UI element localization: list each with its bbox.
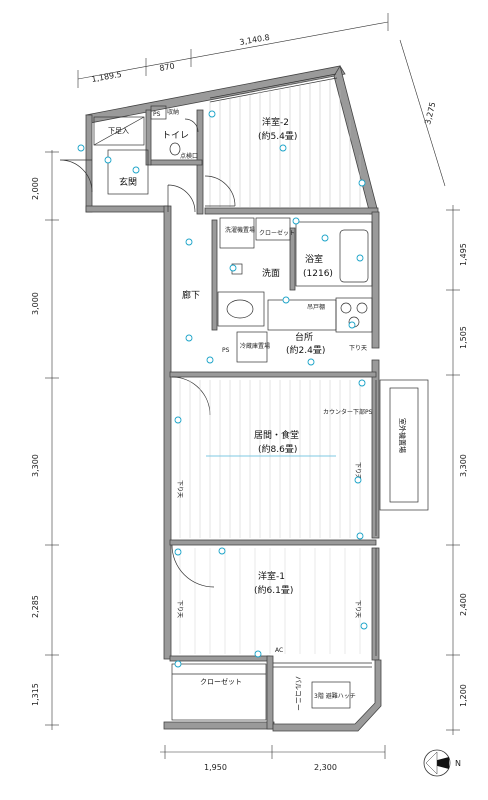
counter-ps-label: カウンター下部PS: [323, 408, 373, 416]
bathtub: [339, 229, 369, 283]
fridge-space-label: 冷蔵庫置場: [240, 342, 270, 350]
bedroom-2-door[interactable]: [204, 175, 236, 207]
stove: [335, 297, 373, 333]
hatch-label: 3階 避難ハッチ: [314, 692, 356, 700]
north-compass-icon: N: [423, 749, 461, 777]
wash-bath: 洗濯機置場 クローゼット 洗面 浴室 (1216): [217, 217, 373, 327]
hallway-label: 廊下: [182, 289, 200, 301]
entrance-door[interactable]: [59, 159, 93, 193]
bath-room: [295, 221, 373, 287]
hanging-shelf-label: 吊戸棚: [307, 303, 325, 311]
kitchen: 吊戸棚 台所 (約2.4畳) 冷蔵庫置場 PS 下り天: [222, 297, 373, 363]
bedroom-2-flooring: [209, 76, 361, 207]
bedroom-1-label: 洋室-1: [258, 570, 285, 582]
dim-left-living: 3,300: [31, 454, 40, 477]
balcony-label: バルコニー: [294, 676, 302, 711]
living-label: 居間・食堂: [254, 429, 299, 441]
living-door[interactable]: [171, 376, 211, 416]
balcony: バルコニー 3階 避難ハッチ: [273, 662, 372, 711]
ps-label: PS: [153, 111, 161, 118]
kitchen-ps-label: PS: [222, 347, 230, 354]
storage-label: 収納: [167, 108, 179, 116]
living-down-ceiling-right: 下り天: [354, 462, 361, 480]
entrance-area: 下足入 玄関 PS 収納 トイレ 点検口: [59, 105, 199, 213]
dim-top-mid: 870: [159, 61, 176, 73]
bedroom-2-label: 洋室-2: [262, 116, 289, 128]
washer-space-label: 洗濯機置場: [225, 226, 255, 234]
living-size: (約8.6畳): [258, 443, 297, 455]
dim-right-bath: 1,495: [459, 243, 468, 266]
toilet-fixture: [169, 142, 181, 156]
toilet-label: トイレ: [162, 131, 189, 141]
bedroom-1-down-ceiling-left: 下り天: [176, 600, 183, 618]
walls: [85, 64, 382, 732]
bedroom-2-size: (約5.4畳): [258, 130, 297, 142]
dimension-lines: [45, 13, 460, 759]
closet-bottom-label: クローゼット: [200, 677, 242, 686]
living-flooring: [179, 380, 361, 538]
bath-size: (1216): [303, 269, 333, 279]
shoe-box-label: 下足入: [108, 127, 129, 135]
window-top: [209, 73, 338, 103]
bedroom-1-flooring: [179, 548, 361, 654]
kitchen-size: (約2.4畳): [286, 344, 325, 356]
dim-right-living: 3,300: [459, 454, 468, 477]
dim-bottom-left: 1,950: [204, 763, 227, 772]
dim-right-balcony: 1,200: [459, 684, 468, 707]
bedroom-1-size: (約6.1畳): [254, 584, 293, 596]
entrance-label: 玄関: [119, 176, 137, 188]
bath-label: 浴室: [305, 253, 323, 265]
escape-hatch: [311, 681, 351, 709]
dim-left-hall: 3,000: [31, 292, 40, 315]
entrance-floor: [107, 149, 149, 195]
outdoor-unit-label: 室外機置場: [398, 418, 407, 453]
living-down-ceiling-left: 下り天: [176, 480, 183, 498]
bedroom-2: 洋室-2 (約5.4畳): [204, 76, 361, 207]
closet-top-label: クローゼット: [259, 229, 295, 237]
dim-left-closet: 1,315: [31, 683, 40, 706]
dim-left-bed1: 2,285: [31, 595, 40, 618]
washer-space: [219, 217, 255, 249]
dim-top-left: 1,189.5: [91, 70, 123, 84]
kitchen-counter: [267, 299, 337, 331]
bedroom-1: 洋室-1 (約6.1畳) 下り天 下り天 AC: [171, 544, 377, 656]
outdoor-unit-area: 室外機置場: [379, 379, 429, 511]
dim-right-top: 3,275: [423, 101, 437, 125]
closet-bottom: クローゼット: [171, 663, 267, 721]
kitchen-down-ceiling: 下り天: [349, 345, 367, 352]
kitchen-label: 台所: [295, 331, 313, 343]
fridge-space: [236, 331, 268, 363]
ac-label: AC: [275, 647, 283, 654]
closet-top: [255, 217, 291, 241]
dim-top-total: 3,140.8: [239, 33, 271, 47]
electrical-markers: [77, 110, 368, 668]
dim-right-kitchen: 1,505: [459, 326, 468, 349]
ps-box: [150, 105, 167, 120]
bedroom-1-door[interactable]: [171, 544, 215, 588]
dim-bottom-right: 2,300: [314, 763, 337, 772]
hall-door[interactable]: [167, 184, 196, 213]
hallway: 廊下: [171, 289, 211, 416]
washroom-label: 洗面: [262, 267, 280, 279]
toilet-door[interactable]: [184, 118, 199, 133]
dim-left-entry: 2,000: [31, 177, 40, 200]
bedroom-1-down-ceiling-right: 下り天: [354, 600, 361, 618]
vanity: [217, 291, 265, 327]
vanity-sink: [226, 299, 254, 319]
north-label: N: [455, 759, 461, 768]
living-dining: 居間・食堂 (約8.6畳) カウンター下部PS 下り天 下り天: [176, 380, 377, 538]
dim-right-bed1: 2,400: [459, 593, 468, 616]
check-port-label: 点検口: [180, 152, 198, 160]
shoe-box: [93, 116, 145, 146]
